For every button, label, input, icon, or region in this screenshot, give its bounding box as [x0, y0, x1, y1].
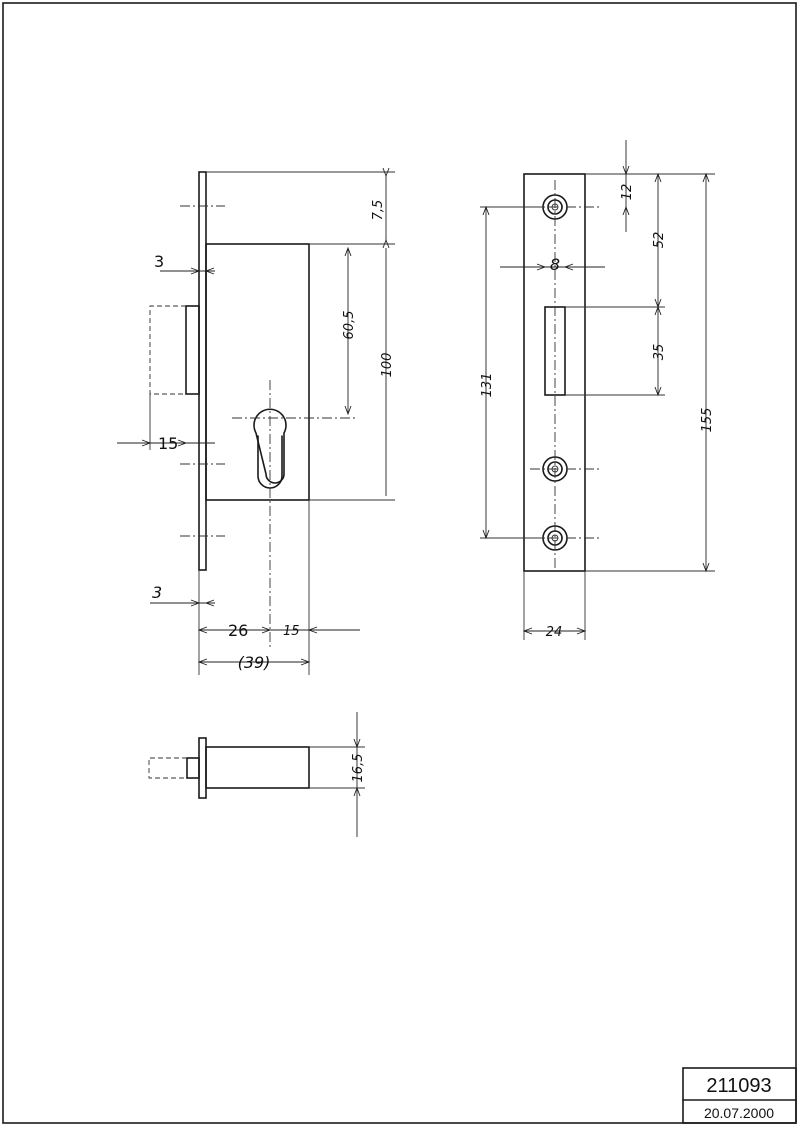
dim-52: 52 — [652, 232, 667, 249]
lock-top-view: 16,5 — [148, 712, 366, 837]
top-faceplate — [198, 737, 207, 799]
dim-26: 26 — [228, 621, 248, 640]
dim-35: 35 — [652, 344, 667, 361]
dim-12: 12 — [620, 184, 635, 201]
dim-24: 24 — [546, 625, 563, 640]
dim-arrows — [197, 626, 318, 634]
dim-arrows — [190, 599, 215, 607]
strike-plate — [523, 173, 586, 572]
dim-arrows — [536, 263, 574, 271]
cylinder-cutout — [253, 408, 287, 484]
dim-3-top: 3 — [154, 252, 164, 271]
dim-60-5: 60,5 — [342, 311, 357, 340]
dim-131: 131 — [480, 373, 495, 398]
dim-arrows — [522, 627, 587, 635]
dim-3-bottom: 3 — [152, 583, 162, 602]
bolt-hidden-outline — [149, 305, 186, 395]
drawing-date: 20.07.2000 — [704, 1105, 774, 1121]
dim-16-5: 16,5 — [351, 754, 366, 783]
dim-15: 15 — [158, 434, 178, 453]
top-bolt-hidden — [148, 757, 187, 779]
dim-15-right: 15 — [283, 624, 300, 639]
dim-arrows — [141, 439, 188, 447]
dim-155: 155 — [700, 408, 715, 433]
dim-arrows — [197, 658, 311, 666]
top-case — [205, 746, 310, 789]
faceplate — [198, 171, 207, 571]
lock-body-view: 7,5 100 60,5 3 15 3 26 15 (39) — [117, 167, 395, 675]
latch-bolt — [185, 305, 200, 395]
dim-arrows — [344, 246, 352, 416]
dim-7-5: 7,5 — [371, 200, 386, 221]
strike-plate-view: 12 52 35 155 131 8 24 — [480, 140, 715, 640]
dim-100: 100 — [380, 353, 395, 378]
dim-arrows — [190, 267, 215, 275]
dim-arrows — [622, 165, 630, 216]
dim-arrows — [382, 167, 390, 249]
dim-8: 8 — [550, 255, 560, 274]
title-block: 211093 20.07.2000 — [682, 1067, 797, 1124]
dim-arrows — [353, 738, 361, 797]
drawing-number: 211093 — [706, 1075, 771, 1097]
lock-case — [205, 243, 310, 501]
dim-39: (39) — [238, 653, 271, 672]
dim-arrows — [482, 205, 490, 540]
top-bolt — [186, 757, 200, 779]
dim-arrows — [702, 172, 710, 573]
dim-arrows — [654, 305, 662, 397]
